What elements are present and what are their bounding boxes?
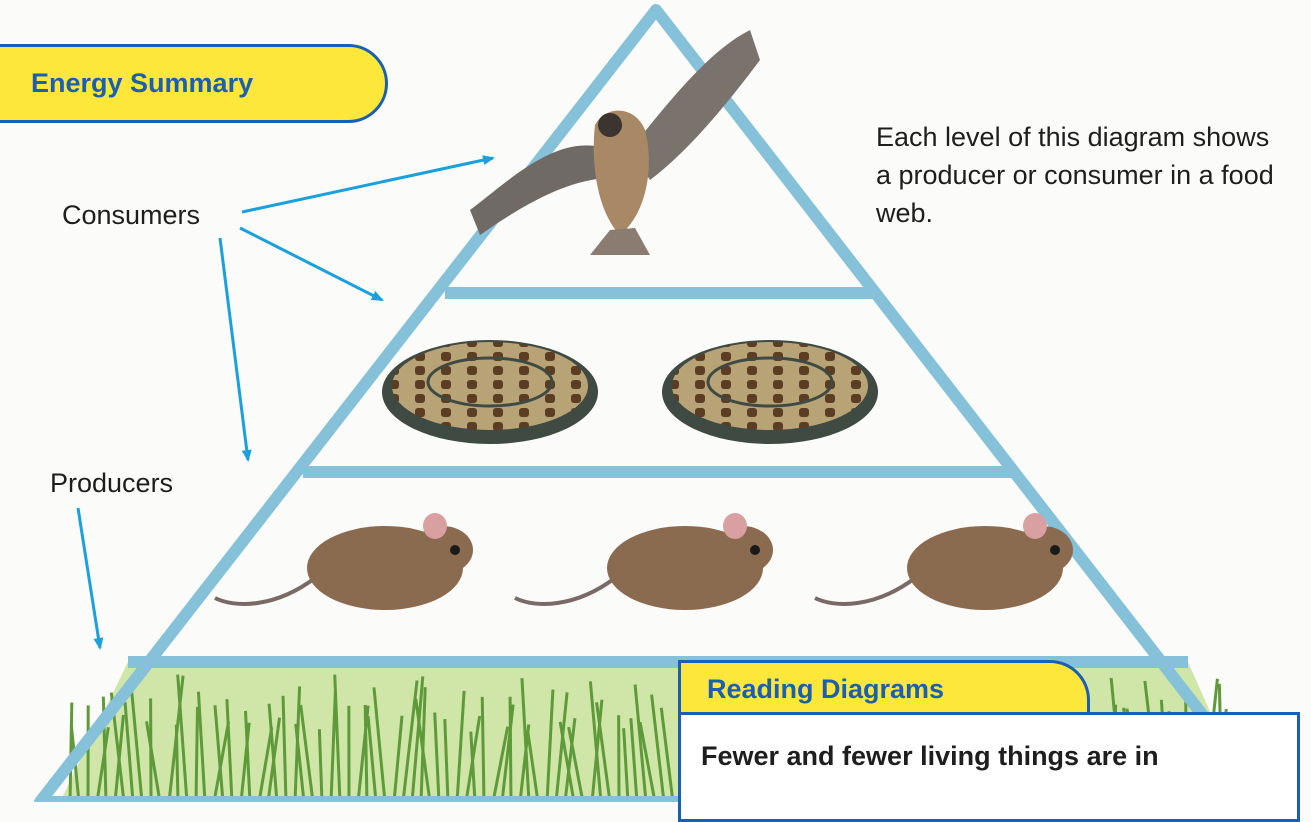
mouse-image: [515, 513, 773, 610]
snake-image: [662, 340, 878, 444]
reading-diagrams-body: Fewer and fewer living things are in: [701, 741, 1159, 771]
diagram-description: Each level of this diagram shows a produ…: [876, 118, 1276, 232]
reading-diagrams-box: Fewer and fewer living things are in: [678, 712, 1300, 822]
arrow-consumers-hawk: [242, 158, 493, 212]
consumers-label: Consumers: [62, 200, 200, 231]
energy-summary-tag: Energy Summary: [0, 44, 388, 123]
reading-diagrams-title: Reading Diagrams: [707, 676, 944, 703]
producers-label: Producers: [50, 468, 173, 499]
arrow-consumers-mouse: [220, 238, 248, 460]
energy-summary-title: Energy Summary: [31, 70, 253, 97]
arrow-producers-grass: [78, 508, 100, 648]
arrow-consumers-snake: [240, 228, 382, 300]
reading-diagrams-tag: Reading Diagrams: [678, 660, 1090, 716]
snake-image: [382, 340, 598, 444]
mouse-image: [815, 513, 1073, 610]
